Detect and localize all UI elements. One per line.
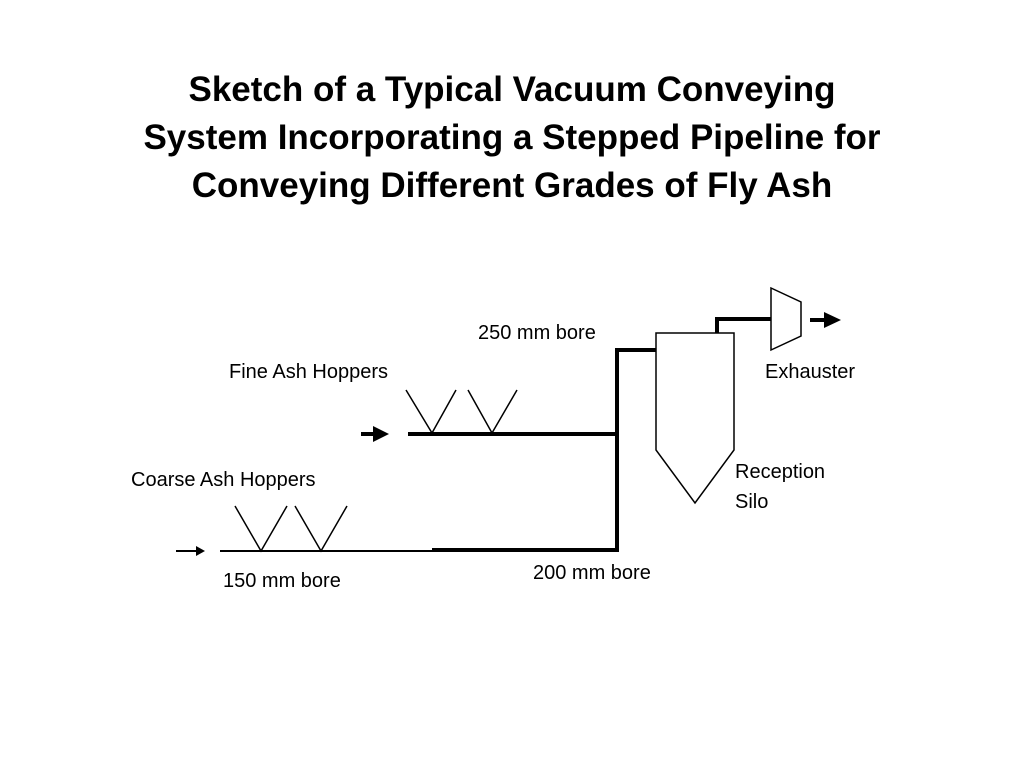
exhauster-label: Exhauster — [765, 361, 855, 383]
title-line-2: System Incorporating a Stepped Pipeline … — [143, 118, 881, 157]
fine-ash-hoppers-label: Fine Ash Hoppers — [229, 361, 388, 383]
coarse-hopper-1 — [234, 505, 288, 553]
fine-inlet-arrow — [361, 426, 389, 442]
slide-title: Sketch of a Typical Vacuum Conveying Sys… — [0, 66, 1024, 210]
reception-silo-label-line2: Silo — [735, 491, 768, 513]
title-line-1: Sketch of a Typical Vacuum Conveying — [188, 70, 836, 109]
fine-ash-hoppers — [405, 389, 518, 435]
fine-hopper-2 — [467, 389, 518, 435]
bore-250mm-label: 250 mm bore — [478, 322, 596, 344]
exhauster — [770, 286, 802, 352]
fine-hopper-1 — [405, 389, 457, 435]
bore-150mm-label: 150 mm bore — [223, 570, 341, 592]
coarse-ash-hoppers — [234, 505, 348, 553]
coarse-ash-hoppers-label: Coarse Ash Hoppers — [131, 469, 316, 491]
title-line-3: Conveying Different Grades of Fly Ash — [191, 166, 833, 205]
reception-silo-label-line1: Reception — [735, 461, 825, 483]
exhaust-pipe — [715, 317, 774, 333]
coarse-hopper-2 — [294, 505, 348, 553]
bore-200mm-label: 200 mm bore — [533, 562, 651, 584]
coarse-inlet-arrow — [176, 546, 205, 556]
reception-silo — [655, 332, 735, 505]
exhaust-outlet-arrow — [810, 312, 841, 328]
